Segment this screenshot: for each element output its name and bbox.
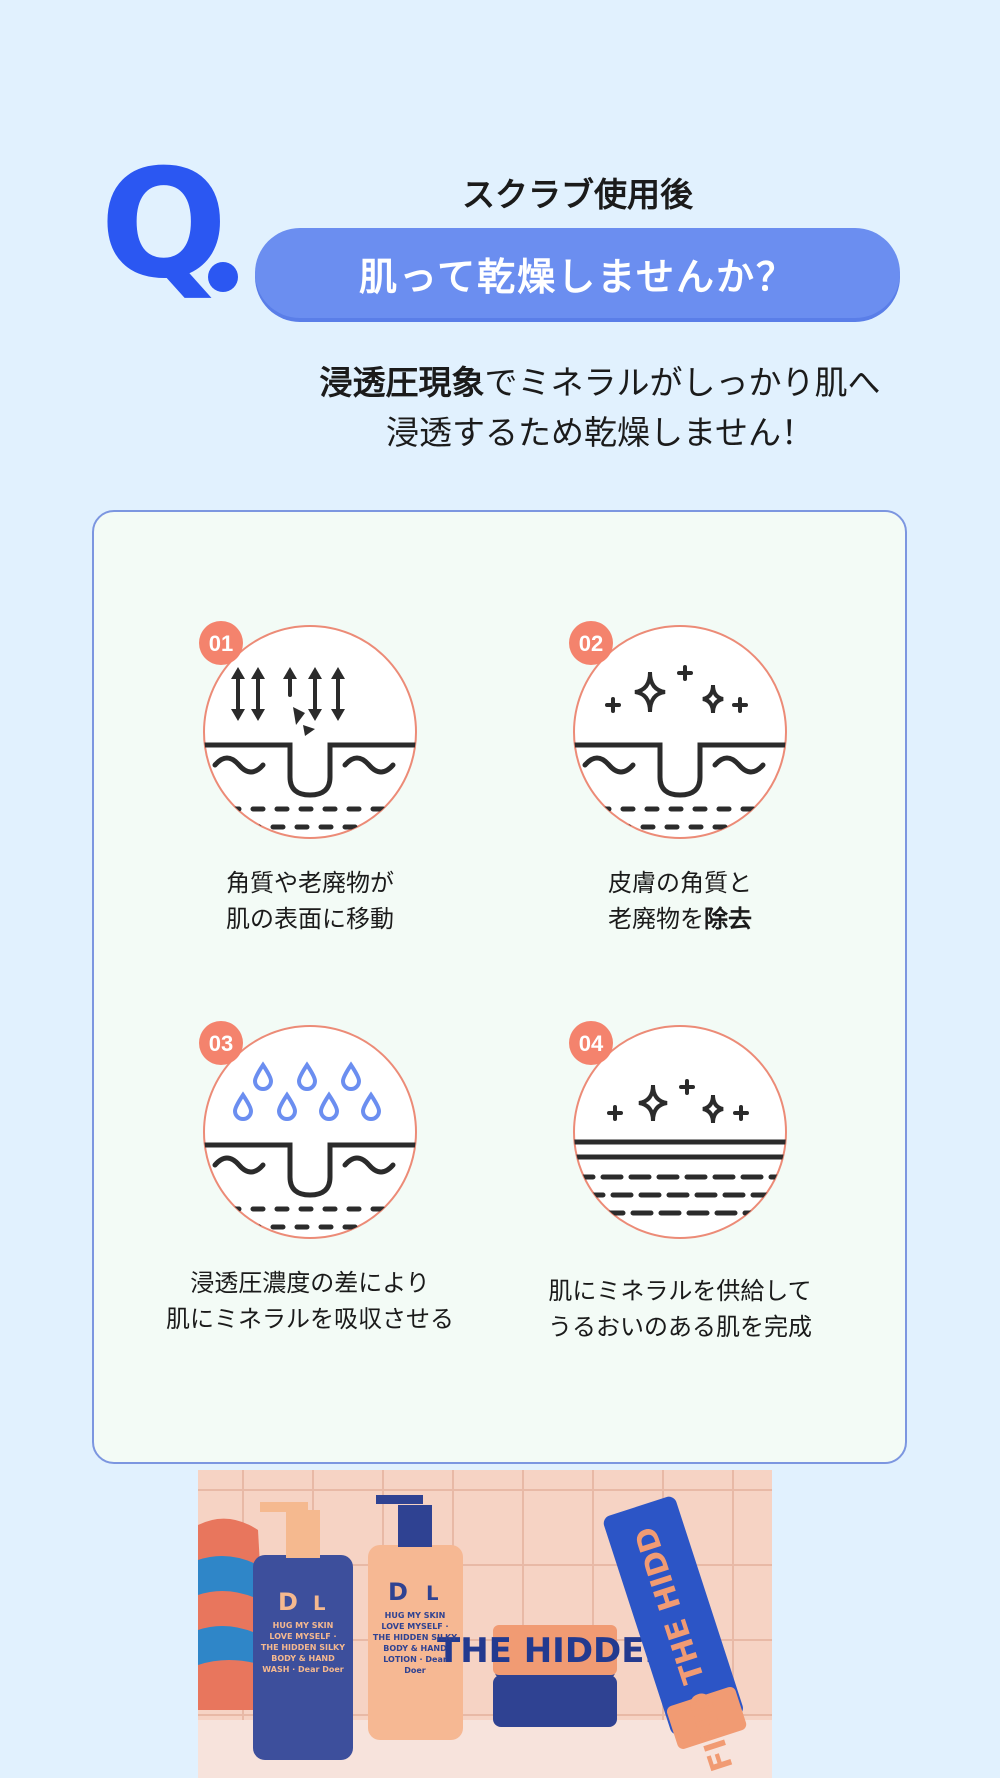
subtitle: スクラブ使用後 [462, 175, 693, 214]
answer-bold: 浸透圧現象 [319, 363, 485, 402]
caption-line: 肌の表面に移動 [226, 905, 394, 933]
step-number: 04 [579, 1031, 604, 1056]
step-caption: 浸透圧濃度の差により肌にミネラルを吸収させる [130, 1265, 490, 1337]
bottle1-logo-icon: ᒪ [313, 1591, 326, 1615]
bottle1-logo-icon: D [278, 1588, 298, 1616]
smooth-skin-icon: 04 [569, 1021, 787, 1239]
caption-bold: 除去 [704, 905, 752, 933]
step-4: 04 肌にミネラルを供給してうるおいのある肌を完成 [530, 1017, 830, 1345]
step-caption: 皮膚の角質と老廃物を除去 [530, 865, 830, 937]
caption-line: うるおいのある肌を完成 [548, 1313, 812, 1341]
answer-line2: 浸透するため乾燥しません！ [385, 413, 814, 452]
skin-pore-arrows-icon: 01 [199, 621, 417, 839]
question-text: 肌って乾燥しませんか？ [359, 254, 796, 299]
question-pill: 肌って乾燥しませんか？ [255, 228, 900, 318]
bottle2-label: HUG MY SKIN LOVE MYSELF · THE HIDDEN SIL… [372, 1611, 458, 1675]
product-photo: D ᒪ D ᒪ THE HIDDEN FIND THE HIDD HUG MY … [198, 1470, 772, 1778]
steps-card: 01 角質や老廃物が肌の表面に移動 02 皮膚の角質と老廃物を除去 [92, 510, 907, 1464]
bottle1-label: HUG MY SKIN LOVE MYSELF · THE HIDDEN SIL… [260, 1621, 346, 1674]
step-2: 02 皮膚の角質と老廃物を除去 [530, 617, 830, 937]
bottle2-logo-icon: D [388, 1578, 408, 1606]
caption-line: 肌にミネラルを吸収させる [166, 1305, 454, 1333]
bottle2-logo-icon: ᒪ [426, 1581, 439, 1605]
step-caption: 角質や老廃物が肌の表面に移動 [160, 865, 460, 937]
answer-line1: でミネラルがしっかり肌へ [484, 363, 881, 402]
q-dot [208, 262, 238, 292]
jar-label: THE HIDDEN [437, 1631, 673, 1671]
step-1: 01 角質や老廃物が肌の表面に移動 [160, 617, 460, 937]
caption-line: 皮膚の角質と [608, 869, 752, 897]
step-3: 03 浸透圧濃度の差により肌にミネラルを吸収させる [160, 1017, 460, 1337]
caption-line: 肌にミネラルを供給して [548, 1277, 812, 1305]
skin-water-drops-icon: 03 [199, 1021, 417, 1239]
caption-line: 老廃物を [608, 905, 704, 933]
product-photo-illustration: D ᒪ D ᒪ THE HIDDEN FIND THE HIDD [198, 1470, 772, 1778]
step-number: 02 [579, 631, 603, 656]
q-mark: Q [100, 138, 228, 312]
caption-line: 浸透圧濃度の差により [190, 1269, 430, 1297]
step-caption: 肌にミネラルを供給してうるおいのある肌を完成 [500, 1273, 860, 1345]
step-number: 01 [209, 631, 233, 656]
step-number: 03 [209, 1031, 233, 1056]
skin-sparkle-icon: 02 [569, 621, 787, 839]
answer-text: 浸透圧現象でミネラルがしっかり肌へ 浸透するため乾燥しません！ [260, 358, 940, 458]
caption-line: 角質や老廃物が [226, 869, 394, 897]
